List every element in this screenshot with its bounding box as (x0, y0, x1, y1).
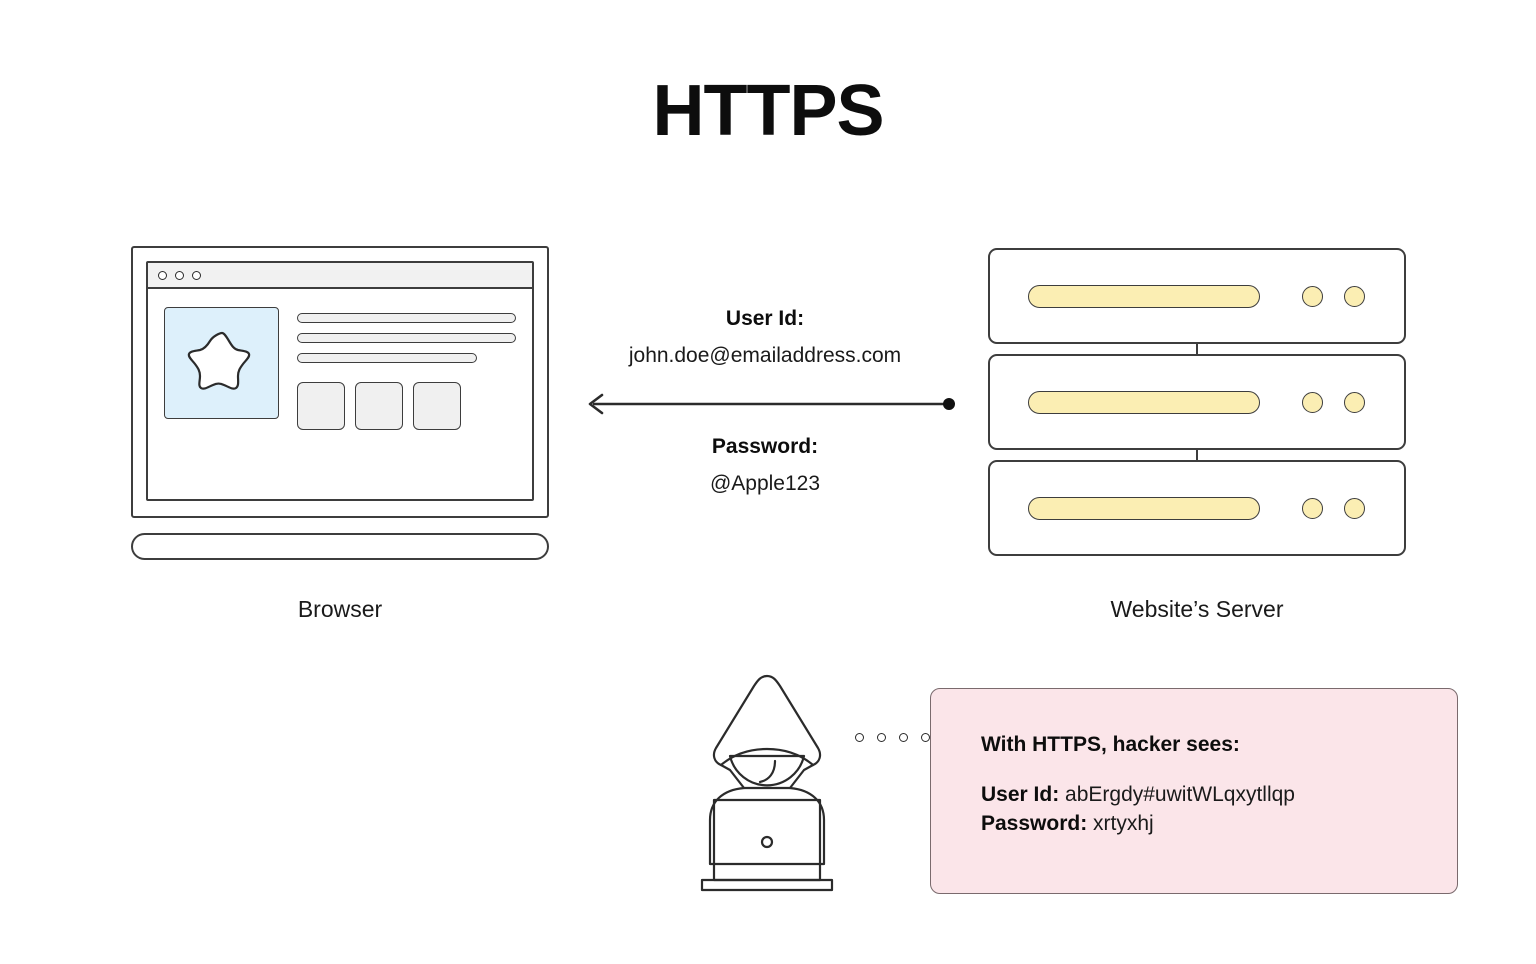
server-figure (988, 248, 1406, 556)
transmission-password-label: Password: (711, 435, 819, 458)
callout-row-key: Password: (981, 812, 1088, 835)
server-rack-unit (988, 460, 1406, 556)
rack-led-group (1302, 391, 1365, 413)
image-placeholder (164, 307, 279, 419)
eavesdrop-dots (855, 733, 930, 742)
ui-block (297, 382, 345, 430)
rack-drive-bar (1028, 284, 1260, 308)
window-maximize-dot-icon (192, 270, 201, 280)
laptop-screen (131, 246, 549, 518)
window-minimize-dot-icon (175, 270, 184, 280)
callout-row: Password: xrtyxhj (981, 812, 1457, 836)
eavesdrop-dot-icon (921, 733, 930, 742)
star-icon (187, 331, 250, 390)
callout-heading: With HTTPS, hacker sees: (981, 733, 1240, 756)
transmission-password-value: @Apple123 (709, 472, 821, 495)
hacker-callout-box: With HTTPS, hacker sees: User Id: abErgd… (930, 688, 1458, 894)
rack-led-icon (1344, 497, 1365, 519)
callout-row: User Id: abErgdy#uwitWLqxytllqp (981, 783, 1457, 807)
rack-drive-bar (1028, 496, 1260, 520)
window-close-dot-icon (158, 270, 167, 280)
rack-led-icon (1302, 391, 1323, 413)
rack-led-icon (1344, 285, 1365, 307)
transmission-arrow-icon (588, 393, 955, 415)
eavesdrop-dot-icon (877, 733, 886, 742)
transmission-userid-label: User Id: (725, 307, 805, 330)
ui-block (355, 382, 403, 430)
server-rack-unit (988, 354, 1406, 450)
rack-led-group (1302, 285, 1365, 307)
rack-led-icon (1302, 497, 1323, 519)
rack-connector (1196, 344, 1198, 354)
callout-row-value: xrtyxhj (1093, 812, 1154, 835)
eavesdrop-dot-icon (899, 733, 908, 742)
rack-led-icon (1302, 285, 1323, 307)
callout-row-key: User Id: (981, 783, 1060, 806)
page-title: HTTPS (652, 71, 884, 151)
rack-drive-bar (1028, 390, 1260, 414)
eavesdrop-dot-icon (855, 733, 864, 742)
ui-block-row (297, 382, 516, 430)
text-column (297, 307, 516, 430)
browser-caption: Browser (297, 596, 383, 622)
browser-page-content (148, 289, 532, 430)
transmission-userid-value: john.doe@emailaddress.com (628, 344, 902, 367)
server-caption: Website’s Server (1110, 596, 1284, 622)
rack-led-icon (1344, 391, 1365, 413)
text-line (297, 353, 477, 363)
ui-block (413, 382, 461, 430)
text-line (297, 333, 516, 343)
rack-connector (1196, 450, 1198, 460)
hooded-hacker-with-laptop-icon (700, 674, 834, 892)
text-line (297, 313, 516, 323)
browser-figure (131, 246, 551, 560)
browser-titlebar (148, 263, 532, 289)
server-rack-unit (988, 248, 1406, 344)
callout-row-value: abErgdy#uwitWLqxytllqp (1065, 783, 1295, 806)
browser-window (146, 261, 534, 501)
rack-led-group (1302, 497, 1365, 519)
laptop-base (131, 533, 549, 560)
